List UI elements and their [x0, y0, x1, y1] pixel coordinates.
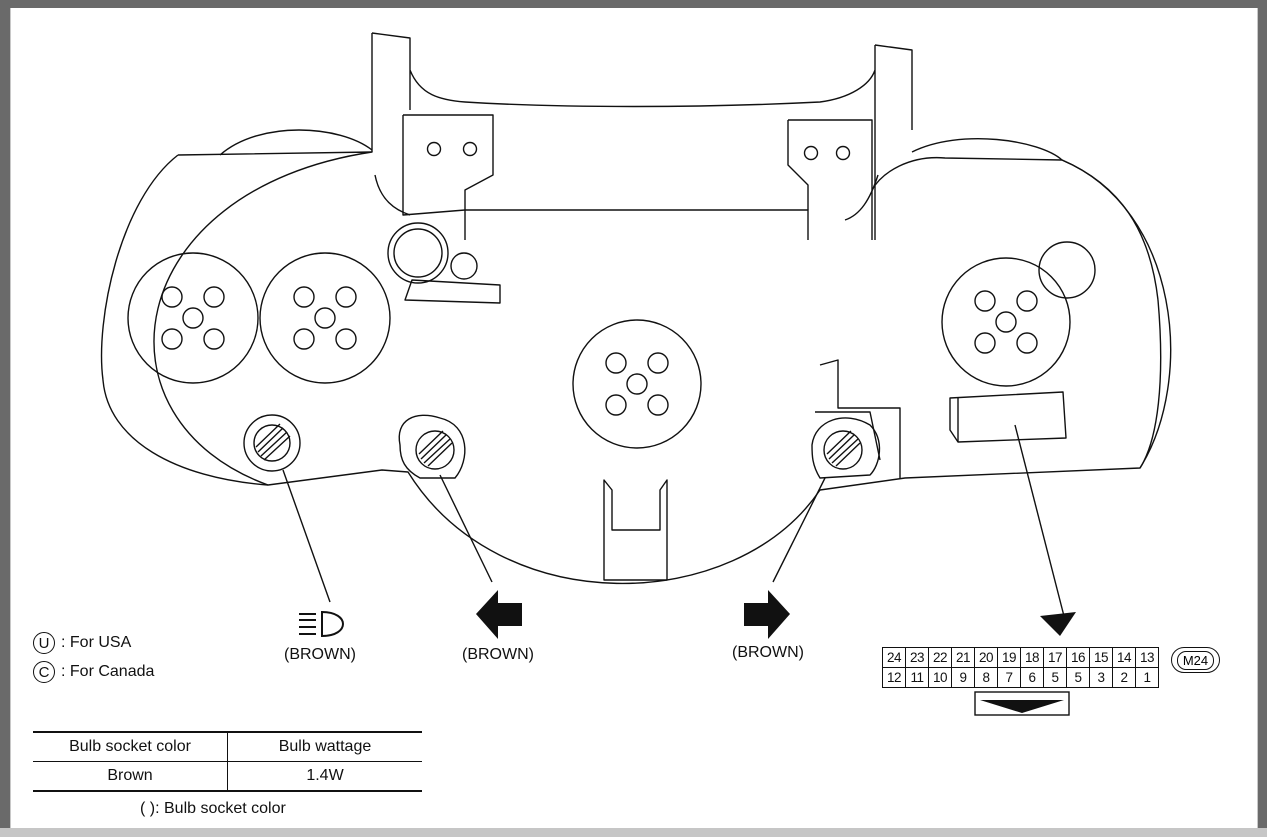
- housing-outline: [100, 151, 1172, 585]
- cell-socket-color: Brown: [33, 761, 228, 791]
- legend-usa: U : For USA: [33, 632, 131, 654]
- terminal-cell: 18: [1020, 647, 1044, 668]
- headlamp-socket-color-label: (BROWN): [284, 646, 356, 663]
- table-row: Brown 1.4W: [33, 761, 422, 791]
- connector-terminal-grid: 24 23 22 21 20 19 18 17 16 15 14 13 12 1…: [882, 647, 1159, 688]
- headlamp-high-beam-icon: [299, 610, 344, 638]
- terminal-cell: 8: [974, 667, 998, 688]
- header-wattage: Bulb wattage: [227, 732, 422, 762]
- round-boss: [387, 222, 449, 284]
- lower-tab: [603, 479, 668, 581]
- terminal-cell: 3: [1089, 667, 1113, 688]
- gauge-socket-1: [127, 252, 259, 384]
- terminal-cell: 20: [974, 647, 998, 668]
- headlamp-indicator-socket: [243, 414, 301, 472]
- connector-code-badge: M24: [1171, 647, 1220, 673]
- cell-wattage: 1.4W: [306, 767, 344, 784]
- terminal-cell: 19: [997, 647, 1021, 668]
- terminal-cell: 17: [1043, 647, 1067, 668]
- terminal-cell: 12: [882, 667, 906, 688]
- legend-usa-symbol: U: [33, 632, 55, 654]
- terminal-cell: 2: [1112, 667, 1136, 688]
- connector-leader-arrow: [1040, 612, 1076, 636]
- connector-lock-tab: [974, 691, 1070, 716]
- legend-canada: C : For Canada: [33, 661, 154, 683]
- terminal-cell: 5: [1043, 667, 1067, 688]
- right-turn-socket-color-label: (BROWN): [732, 644, 804, 661]
- terminal-cell: 13: [1135, 647, 1159, 668]
- terminal-cell: 5: [1066, 667, 1090, 688]
- gauge-socket-4: [941, 241, 1096, 387]
- terminal-cell: 14: [1112, 647, 1136, 668]
- terminal-cell: 22: [928, 647, 952, 668]
- left-arrow-icon: [476, 590, 522, 639]
- right-turn-socket: [811, 417, 881, 479]
- legend-canada-text: : For Canada: [61, 663, 155, 680]
- header-socket-color: Bulb socket color: [33, 732, 228, 762]
- gauge-socket-3: [572, 319, 702, 449]
- terminal-cell: 11: [905, 667, 929, 688]
- terminal-cell: 24: [882, 647, 906, 668]
- terminal-cell: 1: [1135, 667, 1159, 688]
- left-turn-socket: [398, 414, 466, 479]
- footnote: ( ): Bulb socket color: [140, 800, 286, 817]
- terminal-cell: 7: [997, 667, 1021, 688]
- terminal-cell: 9: [951, 667, 975, 688]
- left-turn-socket-color-label: (BROWN): [462, 646, 534, 663]
- bulb-table-header: Bulb socket color Bulb wattage: [33, 732, 422, 762]
- bulb-spec-table: Bulb socket color Bulb wattage Brown 1.4…: [33, 731, 422, 792]
- terminal-cell: 23: [905, 647, 929, 668]
- terminal-cell: 6: [1020, 667, 1044, 688]
- case-connector: [949, 391, 1067, 443]
- legend-usa-text: : For USA: [61, 634, 132, 651]
- terminal-cell: 16: [1066, 647, 1090, 668]
- top-bracket: [371, 32, 913, 240]
- terminal-cell: 15: [1089, 647, 1113, 668]
- right-arrow-icon: [744, 590, 790, 639]
- connector-code-text: M24: [1176, 650, 1215, 670]
- legend-canada-symbol: C: [33, 661, 55, 683]
- connector-top-row: 24 23 22 21 20 19 18 17 16 15 14 13: [882, 647, 1159, 668]
- viewer-bottom-bar: [0, 828, 1267, 837]
- terminal-cell: 21: [951, 647, 975, 668]
- connector-bottom-row: 12 11 10 9 8 7 6 5 5 3 2 1: [882, 667, 1159, 688]
- gauge-socket-2: [259, 252, 391, 384]
- terminal-cell: 10: [928, 667, 952, 688]
